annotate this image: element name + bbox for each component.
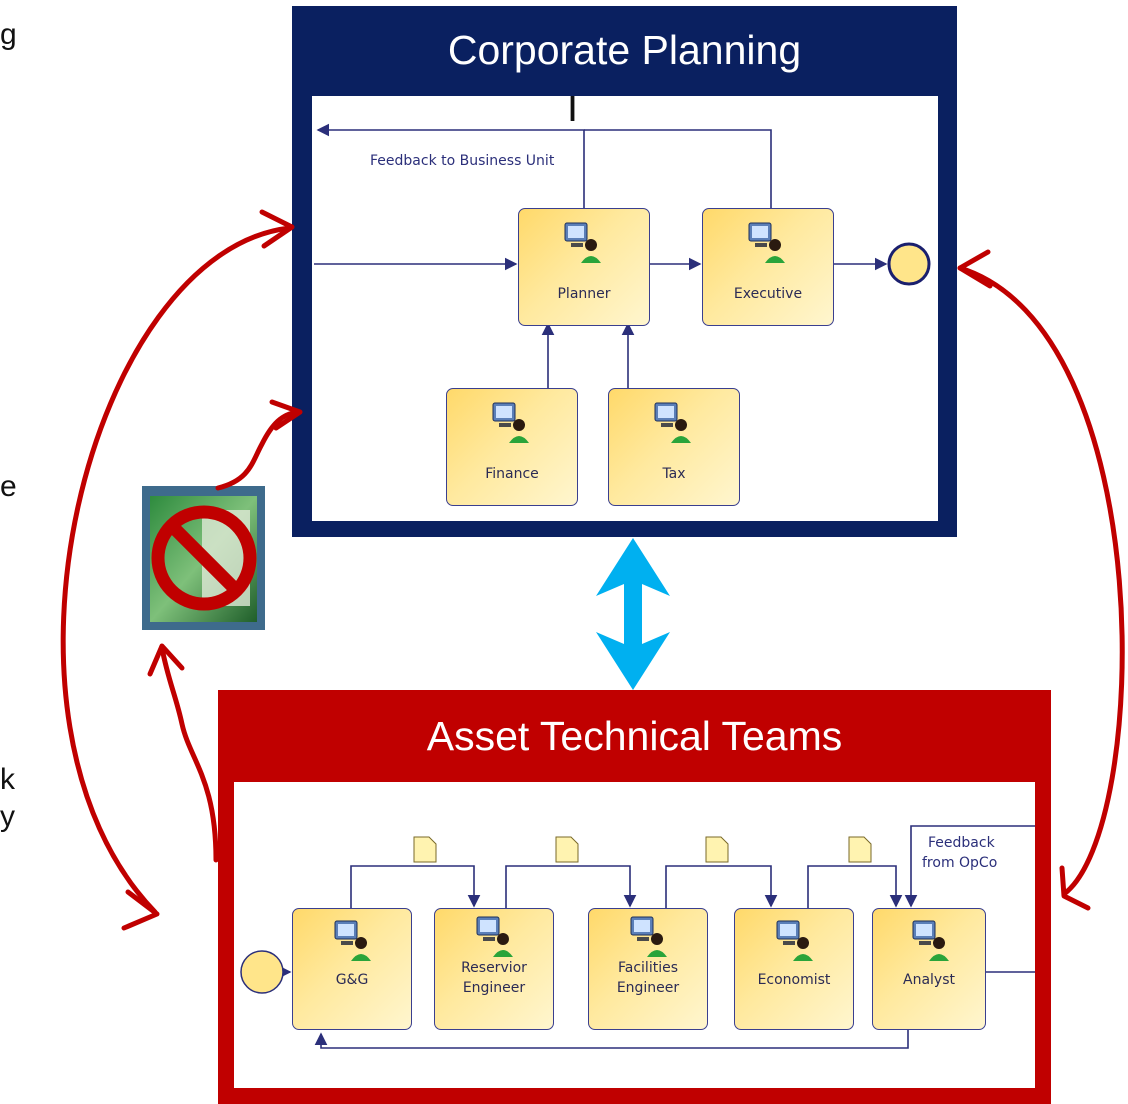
spreadsheet-to-corporate-arrow	[215, 409, 301, 491]
start-event-circle	[240, 950, 284, 994]
text-fragment-k: k	[0, 763, 15, 796]
corporate-flow-lines	[314, 123, 931, 388]
corporate-planning-canvas: T Fee	[312, 96, 938, 521]
spreadsheet-prohibited-icon	[142, 486, 265, 630]
text-fragment-g: g	[0, 18, 17, 51]
task-gg: G&G	[292, 908, 412, 1030]
task-analyst: Analyst	[872, 908, 986, 1030]
title-overflow-char: T	[560, 96, 586, 130]
task-reservoir-label-line1: Reservior	[461, 960, 527, 976]
task-facilities-label-line2: Engineer	[616, 980, 680, 996]
double-arrow	[596, 538, 670, 690]
task-facilities-engineer: Facilities Engineer	[588, 908, 708, 1030]
task-finance: Finance	[446, 388, 578, 506]
task-reservoir-engineer: Reservior Engineer	[434, 908, 554, 1030]
user-workstation-icon	[748, 222, 785, 263]
document-icon	[413, 836, 872, 863]
user-workstation-icon	[476, 916, 513, 957]
task-facilities-label-line1: Facilities	[618, 960, 678, 976]
text-fragment-e: e	[0, 470, 17, 503]
user-workstation-icon	[654, 402, 691, 443]
task-executive-label: Executive	[733, 286, 803, 302]
corporate-planning-panel: Corporate Planning T	[292, 6, 957, 537]
asset-technical-teams-canvas: Feedback from OpCo G&G Reservior Enginee…	[234, 782, 1035, 1088]
user-workstation-icon	[776, 920, 813, 961]
task-executive: Executive	[702, 208, 834, 326]
task-analyst-label: Analyst	[903, 972, 955, 988]
task-gg-label: G&G	[335, 972, 369, 988]
task-economist: Economist	[734, 908, 854, 1030]
text-fragment-y: y	[0, 800, 15, 833]
user-workstation-icon	[492, 402, 529, 443]
task-planner-label: Planner	[557, 286, 611, 302]
user-workstation-icon	[912, 920, 949, 961]
user-workstation-icon	[334, 920, 371, 961]
task-economist-label: Economist	[757, 972, 831, 988]
user-workstation-icon	[630, 916, 667, 957]
asset-to-spreadsheet-arrow	[159, 645, 219, 863]
task-planner: Planner	[518, 208, 650, 326]
corporate-planning-title: Corporate Planning	[447, 27, 802, 73]
feedback-to-business-unit-label: Feedback to Business Unit	[370, 153, 555, 169]
feedback-from-opco-label-line2: from OpCo	[922, 855, 998, 871]
asset-technical-teams-title: Asset Technical Teams	[426, 713, 843, 759]
asset-technical-teams-panel: Asset Technical Teams	[218, 690, 1051, 1104]
feedback-from-opco-label-line1: Feedback	[928, 835, 995, 851]
task-tax: Tax	[608, 388, 740, 506]
task-tax-label: Tax	[662, 466, 686, 482]
task-reservoir-label-line2: Engineer	[462, 980, 526, 996]
end-event-circle	[887, 242, 931, 286]
task-finance-label: Finance	[485, 466, 539, 482]
user-workstation-icon	[564, 222, 601, 263]
